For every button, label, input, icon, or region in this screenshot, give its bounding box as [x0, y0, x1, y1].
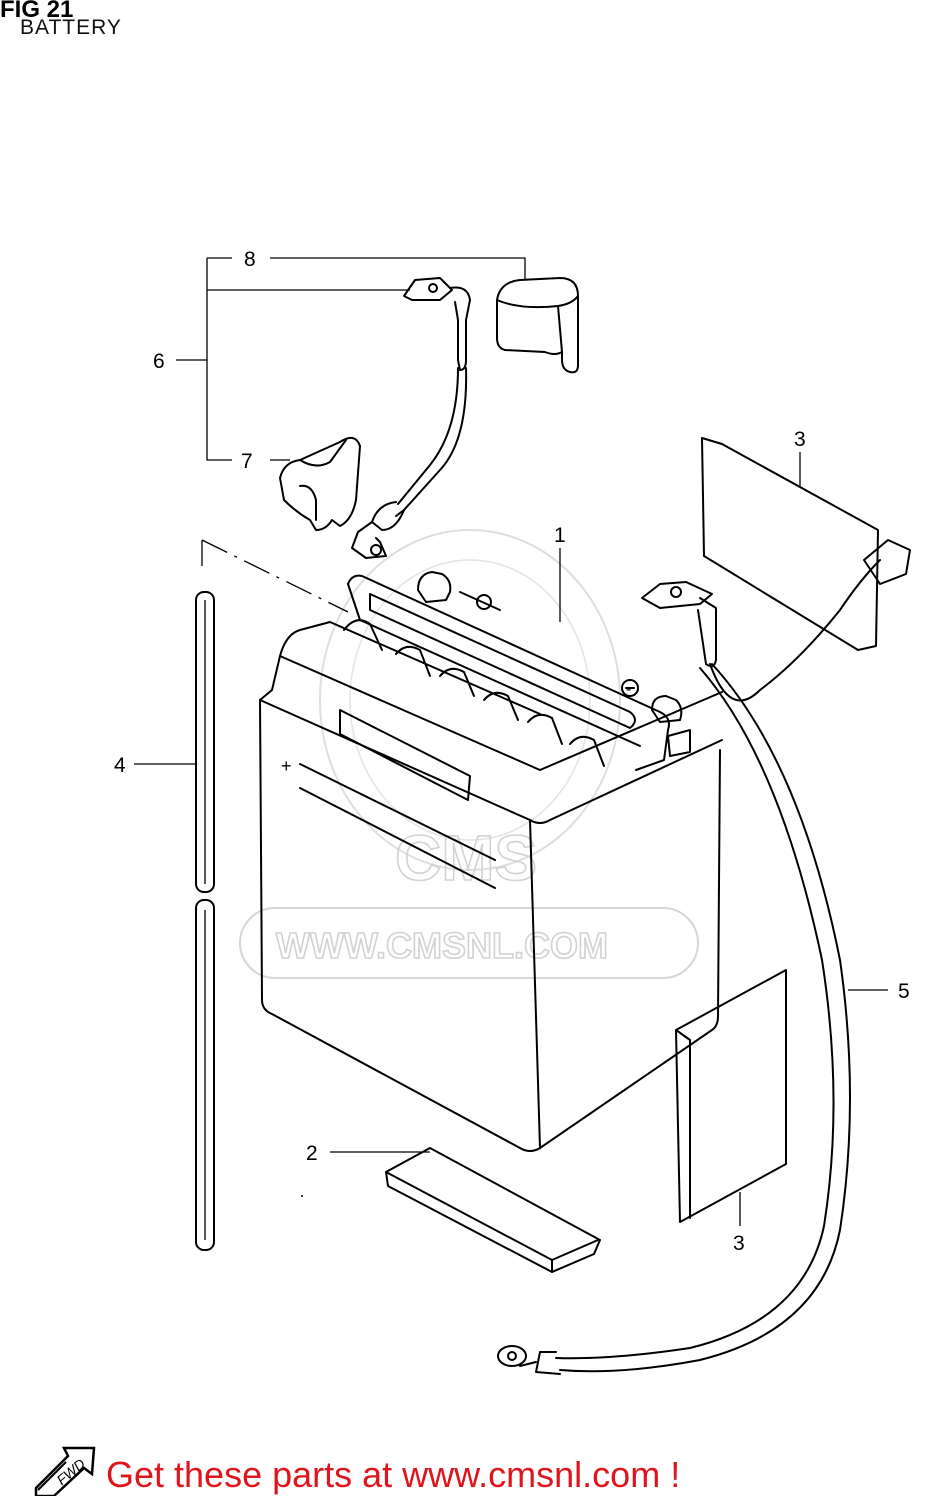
pad-3-lower: [675, 969, 787, 1223]
battery-minus-mark: -: [626, 681, 631, 698]
callout-3-lower: 3: [733, 1232, 745, 1255]
callout-1: 1: [554, 524, 566, 547]
callout-5: 5: [898, 980, 910, 1003]
negative-lead-5: [497, 539, 911, 1375]
callout-8: 8: [244, 248, 256, 271]
callout-2: 2: [306, 1142, 318, 1165]
callout-3-upper: 3: [794, 428, 806, 451]
pad-2: [385, 1147, 601, 1273]
callout-6: 6: [153, 350, 165, 373]
cmsnl-watermark: CMS WWW.CMSNL.COM: [239, 529, 699, 979]
battery-plus-mark: +: [281, 756, 292, 776]
callout-7: 7: [241, 450, 253, 473]
terminal-cover-8: [496, 277, 579, 374]
stray-dot: [301, 1195, 303, 1197]
figure-title: FIG 21: [0, 0, 74, 23]
watermark-url-text: WWW.CMSNL.COM: [276, 925, 608, 966]
alignment-line: [201, 539, 349, 613]
watermark-logo-text: CMS: [395, 822, 537, 894]
figure-subtitle: BATTERY: [20, 16, 122, 39]
terminal-cover-7: [279, 436, 361, 531]
callout-4: 4: [114, 754, 126, 777]
callout-leaders-6-7-8: [176, 257, 526, 461]
battery-1: [259, 571, 723, 1152]
battery-parts-diagram: CMS WWW.CMSNL.COM 8 6 7: [114, 248, 911, 1375]
positive-lead-6: [351, 277, 471, 559]
get-parts-link[interactable]: Get these parts at www.cmsnl.com !: [106, 1454, 681, 1495]
vent-tube-4: [195, 591, 215, 1251]
pad-3-upper: [701, 437, 879, 651]
fwd-arrow-icon[interactable]: FWD: [34, 1444, 98, 1496]
